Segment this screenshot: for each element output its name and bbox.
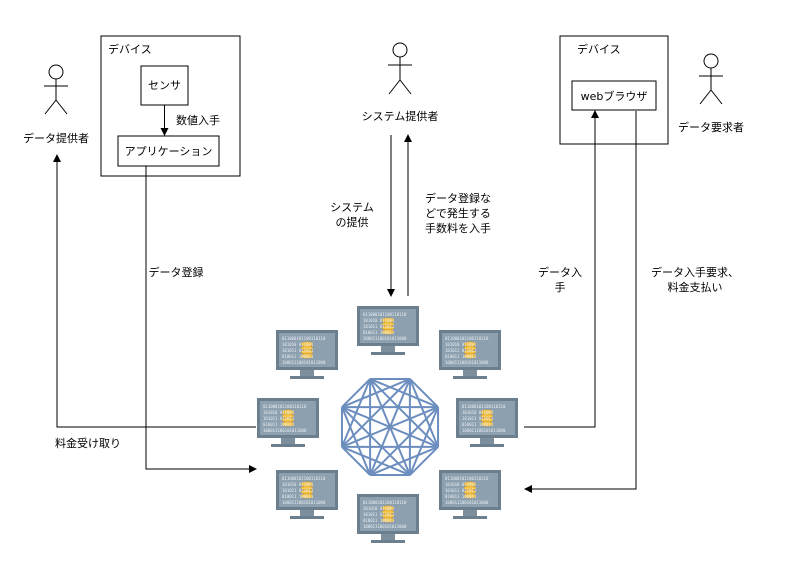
node-binary-text: 011000101100110110 (363, 500, 407, 505)
mesh-link (341, 406, 411, 476)
node-binary-text: 100011100101011000 (263, 428, 307, 433)
system-actor-icon (388, 42, 412, 95)
left-device-title: デバイス (108, 42, 152, 56)
fee-receive-label: 料金受け取り (55, 436, 121, 450)
node-binary-text: 101010 011001 (282, 482, 314, 487)
left-device-box (100, 35, 241, 177)
node-binary-text: 101010 011001 (363, 506, 395, 511)
mesh-network-icon (340, 377, 440, 477)
provider-actor-icon (44, 64, 68, 115)
node-binary-text: 100011100101011000 (282, 500, 326, 505)
node-binary-text: 100011100101011000 (462, 428, 506, 433)
node-binary-text: 010011 100011 (363, 518, 395, 523)
node-binary-text: 101011 011011 (445, 488, 477, 493)
node-binary-text: 011000101100110110 (282, 476, 326, 481)
node-binary-text: 101011 011011 (363, 324, 395, 329)
node-binary-text: 011000101100110110 (445, 476, 489, 481)
node-binary-text: 101011 011011 (263, 416, 295, 421)
request-pay-label-2: 料金支払い (668, 280, 723, 294)
node-binary-text: 010011 100011 (445, 354, 477, 359)
node-binary-text: 101010 011001 (363, 318, 395, 323)
node-binary-text: 010011 100011 (282, 494, 314, 499)
node-binary-text: 100011100101011000 (363, 336, 407, 341)
browser-label: webブラウザ (581, 89, 648, 103)
data-register-arrow (145, 166, 257, 473)
node-binary-text: 101010 011001 (462, 410, 494, 415)
node-binary-text: 011000101100110110 (363, 312, 407, 317)
data-obtain-label-2: 手 (555, 280, 566, 294)
fee-receive-arrow (53, 154, 256, 428)
value-obtain-label: 数値入手 (176, 113, 220, 127)
mesh-link (341, 378, 372, 448)
request-pay-label-1: データ入手要求、 (651, 265, 739, 279)
data-register-label: データ登録 (149, 265, 204, 279)
app-label: アプリケーション (125, 145, 213, 158)
node-binary-text: 101011 011011 (282, 488, 314, 493)
fee-income-label-2: どで発生する (425, 206, 491, 220)
mesh-link (341, 378, 411, 448)
request-pay-arrow (524, 111, 637, 493)
node-binary-text: 011000101100110110 (282, 336, 326, 341)
node-binary-text: 100011100101011000 (445, 500, 489, 505)
fee-income-label-3: 手数料を入手 (425, 221, 491, 235)
node-binary-text: 011000101100110110 (462, 404, 506, 409)
node-binary-text: 010011 100011 (462, 422, 494, 427)
node-binary-text: 101011 011011 (445, 348, 477, 353)
node-binary-text: 010011 100011 (445, 494, 477, 499)
requester-actor-icon (699, 53, 723, 105)
mesh-link (369, 406, 439, 476)
node-binary-text: 100011100101011000 (363, 524, 407, 529)
node-binary-text: 101010 011001 (263, 410, 295, 415)
fee-income-label-1: データ登録な (425, 191, 491, 205)
node-binary-text: 010011 100011 (282, 354, 314, 359)
right-device-box (559, 35, 669, 145)
node-binary-text: 100011100101011000 (445, 360, 489, 365)
node-binary-text: 101011 011011 (363, 512, 395, 517)
node-binary-text: 011000101100110110 (263, 404, 307, 409)
system-provide-label-2: の提供 (336, 215, 369, 229)
requester-label: データ要求者 (678, 120, 744, 134)
provider-label: データ提供者 (23, 131, 89, 145)
mesh-link (409, 446, 439, 476)
sensor-label: センサ (148, 79, 181, 92)
node-binary-text: 010011 100011 (363, 330, 395, 335)
node-binary-text: 101011 011011 (462, 416, 494, 421)
mesh-link (341, 446, 371, 476)
browser-box (571, 80, 657, 111)
node-binary-text: 100011100101011000 (282, 360, 326, 365)
node-binary-text: 101011 011011 (282, 348, 314, 353)
node-binary-text: 101010 011001 (445, 342, 477, 347)
mesh-link (341, 406, 439, 448)
node-binary-text: 101010 011001 (445, 482, 477, 487)
data-obtain-arrow (524, 110, 599, 428)
node-binary-text: 010011 100011 (263, 422, 295, 427)
data-obtain-label-1: データ入 (538, 265, 582, 279)
mesh-link (409, 378, 439, 408)
right-device-title: デバイス (577, 42, 621, 56)
mesh-link (369, 378, 439, 409)
mesh-link (369, 378, 439, 448)
node-binary-text: 101010 011001 (282, 342, 314, 347)
mesh-link (341, 378, 371, 408)
mesh-link (341, 378, 411, 409)
mesh-link (408, 406, 439, 476)
system-provider-label: システム提供者 (362, 109, 439, 123)
node-binary-text: 011000101100110110 (445, 336, 489, 341)
system-provide-label-1: システム (330, 201, 374, 214)
app-box (117, 135, 220, 167)
